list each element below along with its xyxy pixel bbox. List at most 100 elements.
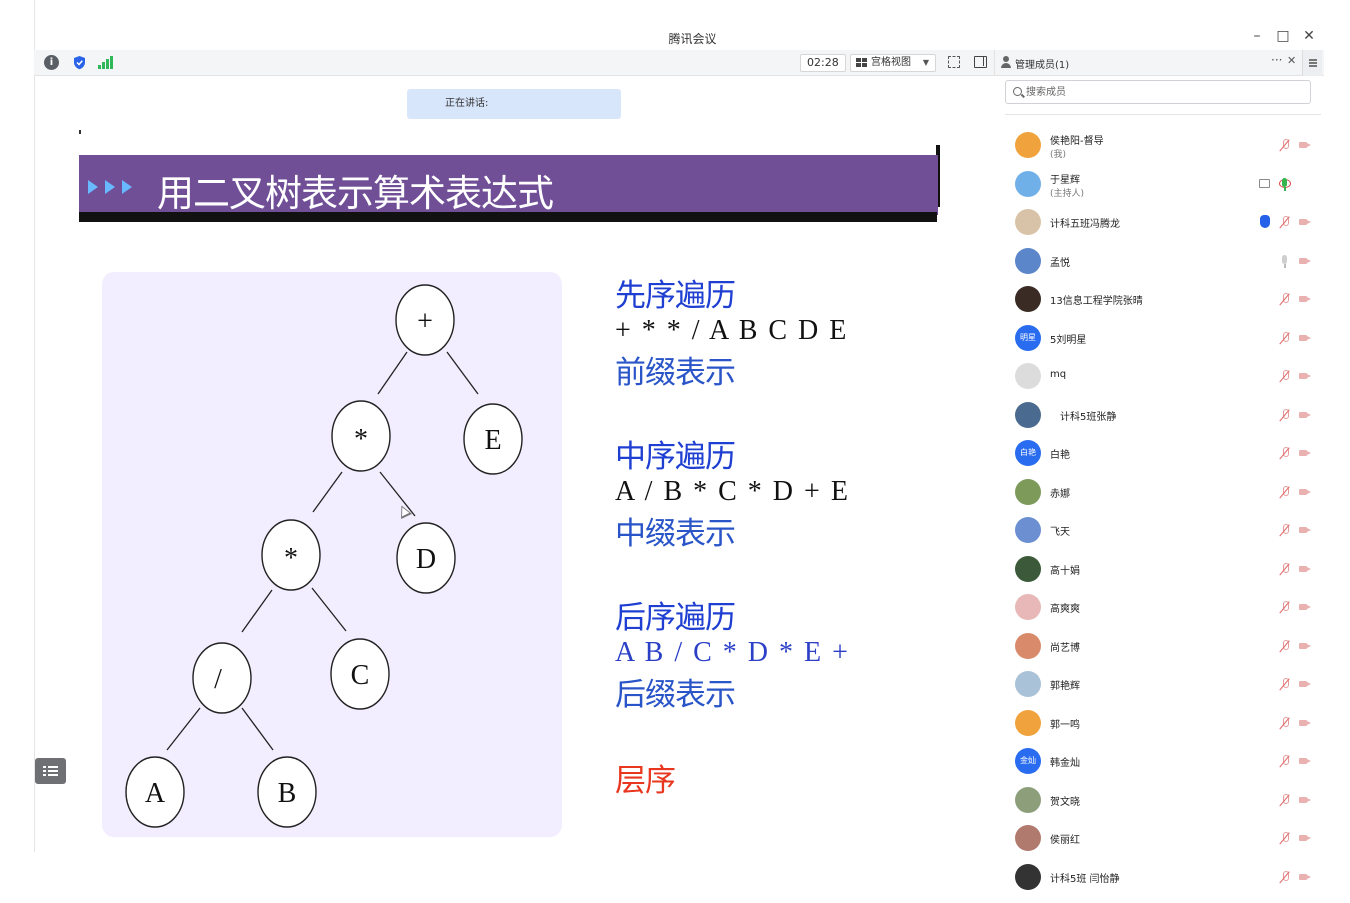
hamburger-menu-icon[interactable]	[1302, 50, 1322, 76]
member-row[interactable]: 高十娟	[1005, 550, 1321, 589]
preorder-notation: 前缀表示	[615, 355, 736, 391]
camera-off-icon[interactable]	[1299, 680, 1311, 688]
member-row[interactable]: 高爽爽	[1005, 588, 1321, 627]
member-search[interactable]	[1005, 80, 1311, 104]
member-search-input[interactable]	[1026, 84, 1296, 100]
mic-muted-icon[interactable]	[1280, 524, 1290, 537]
member-row[interactable]: mq	[1005, 357, 1321, 396]
mic-muted-icon[interactable]	[1280, 601, 1290, 614]
member-row[interactable]: 尚艺博	[1005, 627, 1321, 666]
tree-edge	[311, 587, 347, 632]
avatar	[1015, 209, 1041, 235]
list-toggle-button[interactable]	[35, 758, 66, 784]
camera-off-icon[interactable]	[1299, 565, 1311, 573]
member-row[interactable]: 孟悦	[1005, 242, 1321, 281]
camera-off-icon[interactable]	[1299, 141, 1311, 149]
mic-active-icon[interactable]	[1281, 177, 1289, 191]
postorder-notation: 后缀表示	[615, 677, 736, 713]
avatar	[1015, 594, 1041, 620]
member-row[interactable]: 贺文晓	[1005, 781, 1321, 820]
camera-off-icon[interactable]	[1299, 257, 1311, 265]
view-mode-dropdown[interactable]: 宫格视图 ▼	[850, 54, 936, 72]
mic-muted-icon[interactable]	[1280, 447, 1290, 460]
camera-off-icon[interactable]	[1299, 796, 1311, 804]
mic-icon[interactable]	[1281, 254, 1289, 268]
mic-muted-icon[interactable]	[1280, 293, 1290, 306]
camera-off-icon[interactable]	[1299, 372, 1311, 380]
mic-muted-icon[interactable]	[1280, 485, 1290, 499]
inorder-heading: 中序遍历	[615, 439, 736, 475]
mic-muted-icon[interactable]	[1280, 331, 1290, 345]
title-bar: 腾讯会议 – □ ✕	[34, 0, 1350, 50]
shield-icon[interactable]	[72, 55, 87, 70]
avatar	[1015, 363, 1041, 389]
member-row[interactable]: 计科5班张静	[1005, 396, 1321, 435]
tree-edge	[166, 707, 201, 751]
mic-muted-icon[interactable]	[1280, 793, 1290, 807]
member-row[interactable]: 13信息工程学院张晴	[1005, 280, 1321, 319]
mic-muted-icon[interactable]	[1280, 139, 1290, 152]
minimize-button[interactable]: –	[1253, 28, 1261, 44]
camera-off-icon[interactable]	[1299, 642, 1311, 650]
info-icon[interactable]: i	[44, 55, 59, 70]
camera-off-icon[interactable]	[1299, 757, 1311, 765]
mic-muted-icon[interactable]	[1280, 216, 1290, 229]
mic-muted-icon[interactable]	[1280, 408, 1290, 422]
maximize-button[interactable]: □	[1276, 28, 1290, 44]
fullscreen-icon[interactable]	[948, 56, 960, 68]
screen-share-icon[interactable]	[1259, 178, 1270, 188]
tree-node-label: E	[484, 425, 501, 456]
mic-muted-icon[interactable]	[1280, 639, 1290, 653]
member-row[interactable]: 金灿韩金灿	[1005, 742, 1321, 781]
camera-off-icon[interactable]	[1299, 834, 1311, 842]
mic-muted-icon[interactable]	[1280, 678, 1290, 691]
mic-muted-icon[interactable]	[1280, 370, 1290, 383]
tree-node	[261, 519, 321, 591]
more-options-icon[interactable]: ···	[1271, 53, 1283, 67]
panel-close-button[interactable]: ✕	[1287, 54, 1297, 67]
avatar: 白艳	[1015, 440, 1041, 466]
mic-muted-icon[interactable]	[1280, 562, 1290, 576]
camera-off-icon[interactable]	[1299, 603, 1311, 611]
member-row[interactable]: 赤娜	[1005, 473, 1321, 512]
camera-off-icon[interactable]	[1299, 218, 1311, 226]
member-row[interactable]: 郭艳辉	[1005, 665, 1321, 704]
binary-tree-diagram: + * E * D / C A B	[125, 284, 523, 828]
network-signal-icon[interactable]	[98, 56, 114, 69]
member-row[interactable]: 郭一鸣	[1005, 704, 1321, 743]
tree-node	[331, 400, 391, 472]
mic-muted-icon[interactable]	[1280, 755, 1290, 768]
tree-node-label: A	[145, 778, 166, 809]
camera-off-icon[interactable]	[1299, 719, 1311, 727]
mic-muted-icon[interactable]	[1280, 870, 1290, 884]
mic-muted-icon[interactable]	[1280, 716, 1290, 730]
view-mode-label: 宫格视图	[871, 57, 911, 68]
member-name: 计科5班张静	[1060, 411, 1117, 423]
member-row[interactable]: 于星辉(主持人)	[1005, 165, 1321, 204]
member-row[interactable]: 计科5班 闫怡静	[1005, 858, 1321, 897]
close-button[interactable]: ✕	[1303, 28, 1315, 44]
camera-off-icon[interactable]	[1299, 526, 1311, 534]
member-row[interactable]: 侯丽红	[1005, 819, 1321, 858]
camera-off-icon[interactable]	[1299, 449, 1311, 457]
member-row[interactable]: 白艳白艳	[1005, 434, 1321, 473]
camera-off-icon[interactable]	[1299, 488, 1311, 496]
member-row[interactable]: 侯艳阳-督导(我)	[1005, 126, 1321, 165]
tree-node	[395, 284, 455, 356]
raised-hand-icon[interactable]	[1260, 215, 1270, 228]
camera-off-icon[interactable]	[1299, 295, 1311, 303]
sidebar-toggle-icon[interactable]	[974, 56, 987, 68]
member-row[interactable]: 飞天	[1005, 511, 1321, 550]
mic-muted-icon[interactable]	[1280, 832, 1290, 845]
member-row[interactable]: 计科五班冯腾龙	[1005, 203, 1321, 242]
member-role: (主持人)	[1050, 188, 1085, 199]
member-name: 高十娟	[1050, 565, 1080, 577]
camera-off-icon[interactable]	[1299, 334, 1311, 342]
member-name: 孟悦	[1050, 257, 1070, 269]
camera-off-icon[interactable]	[1299, 411, 1311, 419]
slide-title: 用二叉树表示算术表达式	[157, 172, 554, 215]
tree-node-label: D	[416, 544, 436, 575]
camera-off-icon[interactable]	[1299, 873, 1311, 881]
member-panel-title: 管理成员(1)	[1015, 60, 1070, 71]
